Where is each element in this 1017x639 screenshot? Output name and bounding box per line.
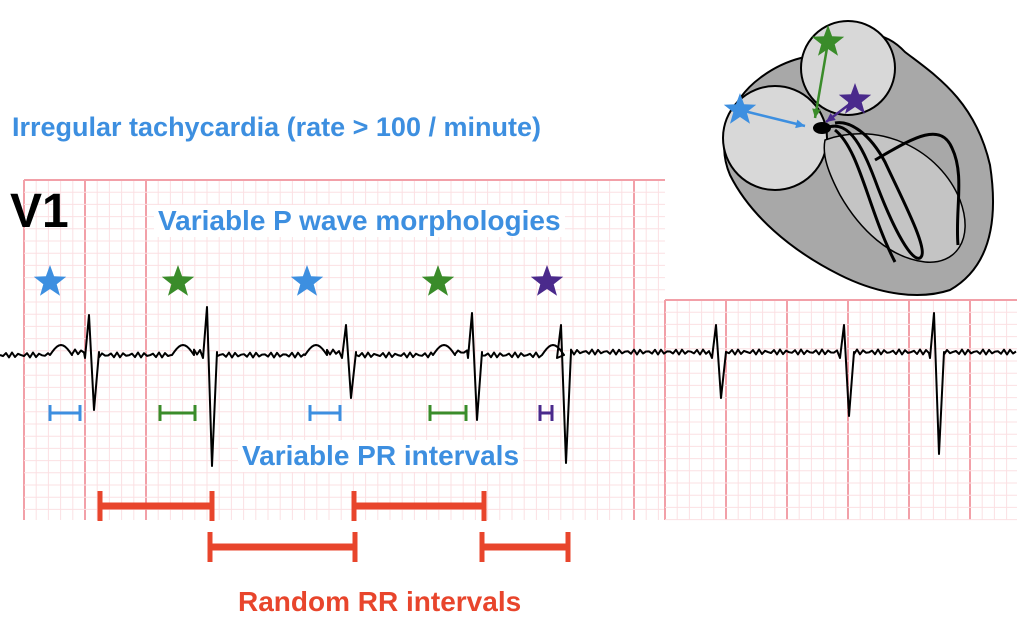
rr-interval-bracket (479, 532, 571, 562)
p-wave-star-blue (290, 265, 324, 296)
rr-interval-markers (97, 491, 571, 562)
heart-focus-star-purple (838, 83, 872, 114)
rr-interval-bracket (351, 491, 487, 521)
pr-interval-bracket-blue (48, 405, 82, 421)
av-node (813, 122, 831, 134)
pr-interval-bracket-green (158, 405, 197, 421)
p-wave-star-blue (33, 265, 67, 296)
ecg-trace (0, 306, 1017, 467)
rr-interval-bracket (97, 491, 215, 521)
rr-interval-label: Random RR intervals (238, 586, 522, 617)
his-bundle (825, 121, 924, 260)
pr-interval-markers (48, 405, 554, 421)
title-label: Irregular tachycardia (rate > 100 / minu… (12, 112, 541, 142)
p-wave-star-purple (530, 265, 564, 296)
heart-arrowhead-green (812, 108, 821, 118)
heart-focus-star-blue (723, 93, 757, 124)
pr-interval-bracket-green (428, 405, 468, 421)
heart-arrowhead-purple (826, 113, 836, 122)
rr-interval-bracket (207, 532, 358, 562)
right-bundle (834, 128, 897, 263)
heart-arrow-blue (739, 108, 806, 128)
p-wave-star-green (421, 265, 455, 296)
heart-focus-star-green (811, 25, 845, 56)
p-wave-stars (33, 265, 564, 296)
pr-interval-bracket-purple (538, 405, 554, 421)
pr-interval-bracket-blue (308, 405, 342, 421)
lead-label: V1 (10, 185, 69, 238)
heart-arrowhead-blue (795, 119, 805, 129)
p-wave-label: Variable P wave morphologies (154, 205, 565, 237)
heart-foci-stars (723, 25, 872, 124)
left-bundle (874, 132, 961, 246)
heart-diagram (722, 20, 994, 296)
heart-arrow-green (813, 41, 830, 119)
pr-interval-label: Variable PR intervals (238, 440, 524, 472)
ventricles (823, 132, 966, 263)
p-wave-star-green (161, 265, 195, 296)
